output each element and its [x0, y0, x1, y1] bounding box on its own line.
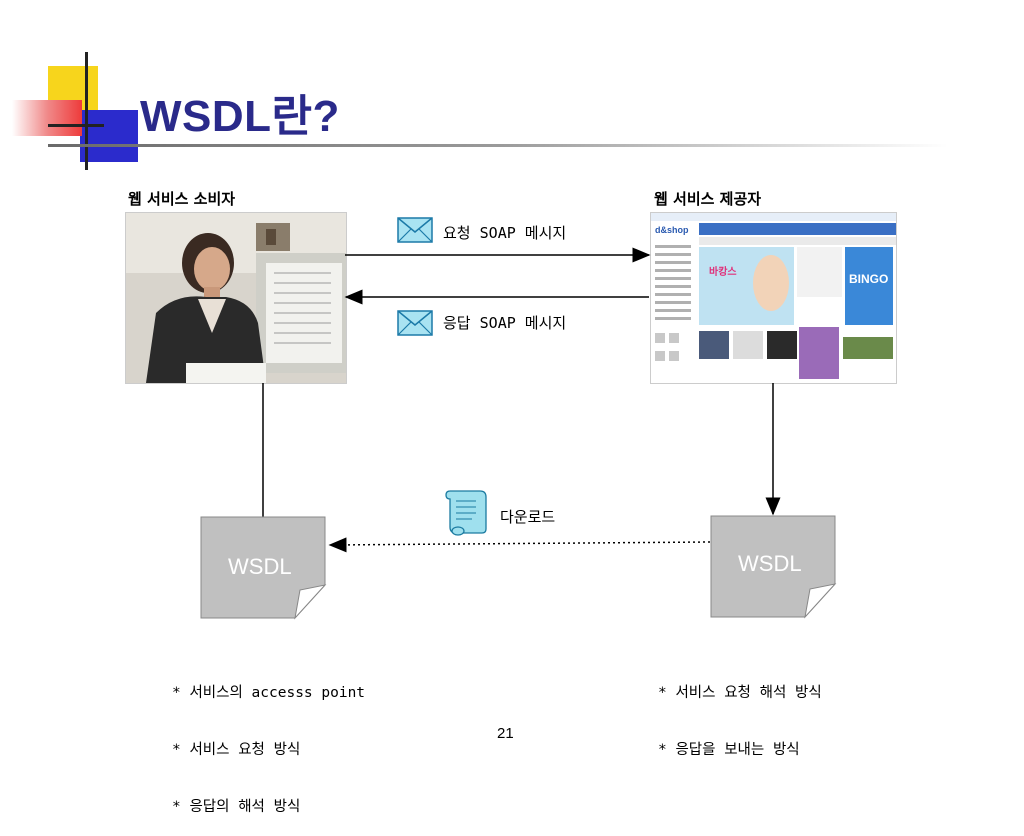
- note-item: * 서비스 요청 해석 방식: [658, 685, 822, 701]
- response-message-label: 응답 SOAP 메시지: [443, 314, 567, 332]
- title-underline: [48, 144, 948, 147]
- svg-text:바캉스: 바캉스: [709, 265, 737, 278]
- svg-text:d&shop: d&shop: [655, 225, 689, 235]
- envelope-icon: [397, 217, 433, 243]
- scroll-icon: [445, 490, 487, 536]
- page-number: 21: [497, 725, 514, 742]
- consumer-photo: [125, 212, 347, 384]
- provider-label: 웹 서비스 제공자: [654, 190, 762, 208]
- wsdl-document-left: WSDL: [200, 516, 327, 620]
- note-item: * 응답을 보내는 방식: [658, 742, 800, 758]
- provider-notes: * 서비스 요청 해석 방식 * 응답을 보내는 방식: [658, 646, 822, 779]
- svg-text:WSDL: WSDL: [228, 554, 292, 579]
- download-label: 다운로드: [500, 508, 556, 526]
- note-item: * 서비스 요청 방식: [172, 742, 301, 758]
- note-item: * 서비스의 accesss point: [172, 685, 366, 701]
- consumer-notes: * 서비스의 accesss point * 서비스 요청 방식 * 응답의 해…: [172, 646, 365, 836]
- svg-text:BINGO: BINGO: [849, 272, 888, 286]
- wsdl-document-right: WSDL: [710, 515, 837, 619]
- page-title: WSDL란?: [140, 92, 340, 141]
- note-item: * 응답의 해석 방식: [172, 799, 301, 815]
- download-arrow: [328, 537, 711, 553]
- svg-text:WSDL: WSDL: [738, 551, 802, 576]
- provider-website-screenshot: d&shop 바캉스 BINGO: [650, 212, 897, 384]
- request-message-label: 요청 SOAP 메시지: [443, 224, 567, 242]
- diagram-connectors: WSDL WSDL: [200, 217, 837, 620]
- envelope-icon: [397, 310, 433, 336]
- consumer-label: 웹 서비스 소비자: [128, 190, 236, 208]
